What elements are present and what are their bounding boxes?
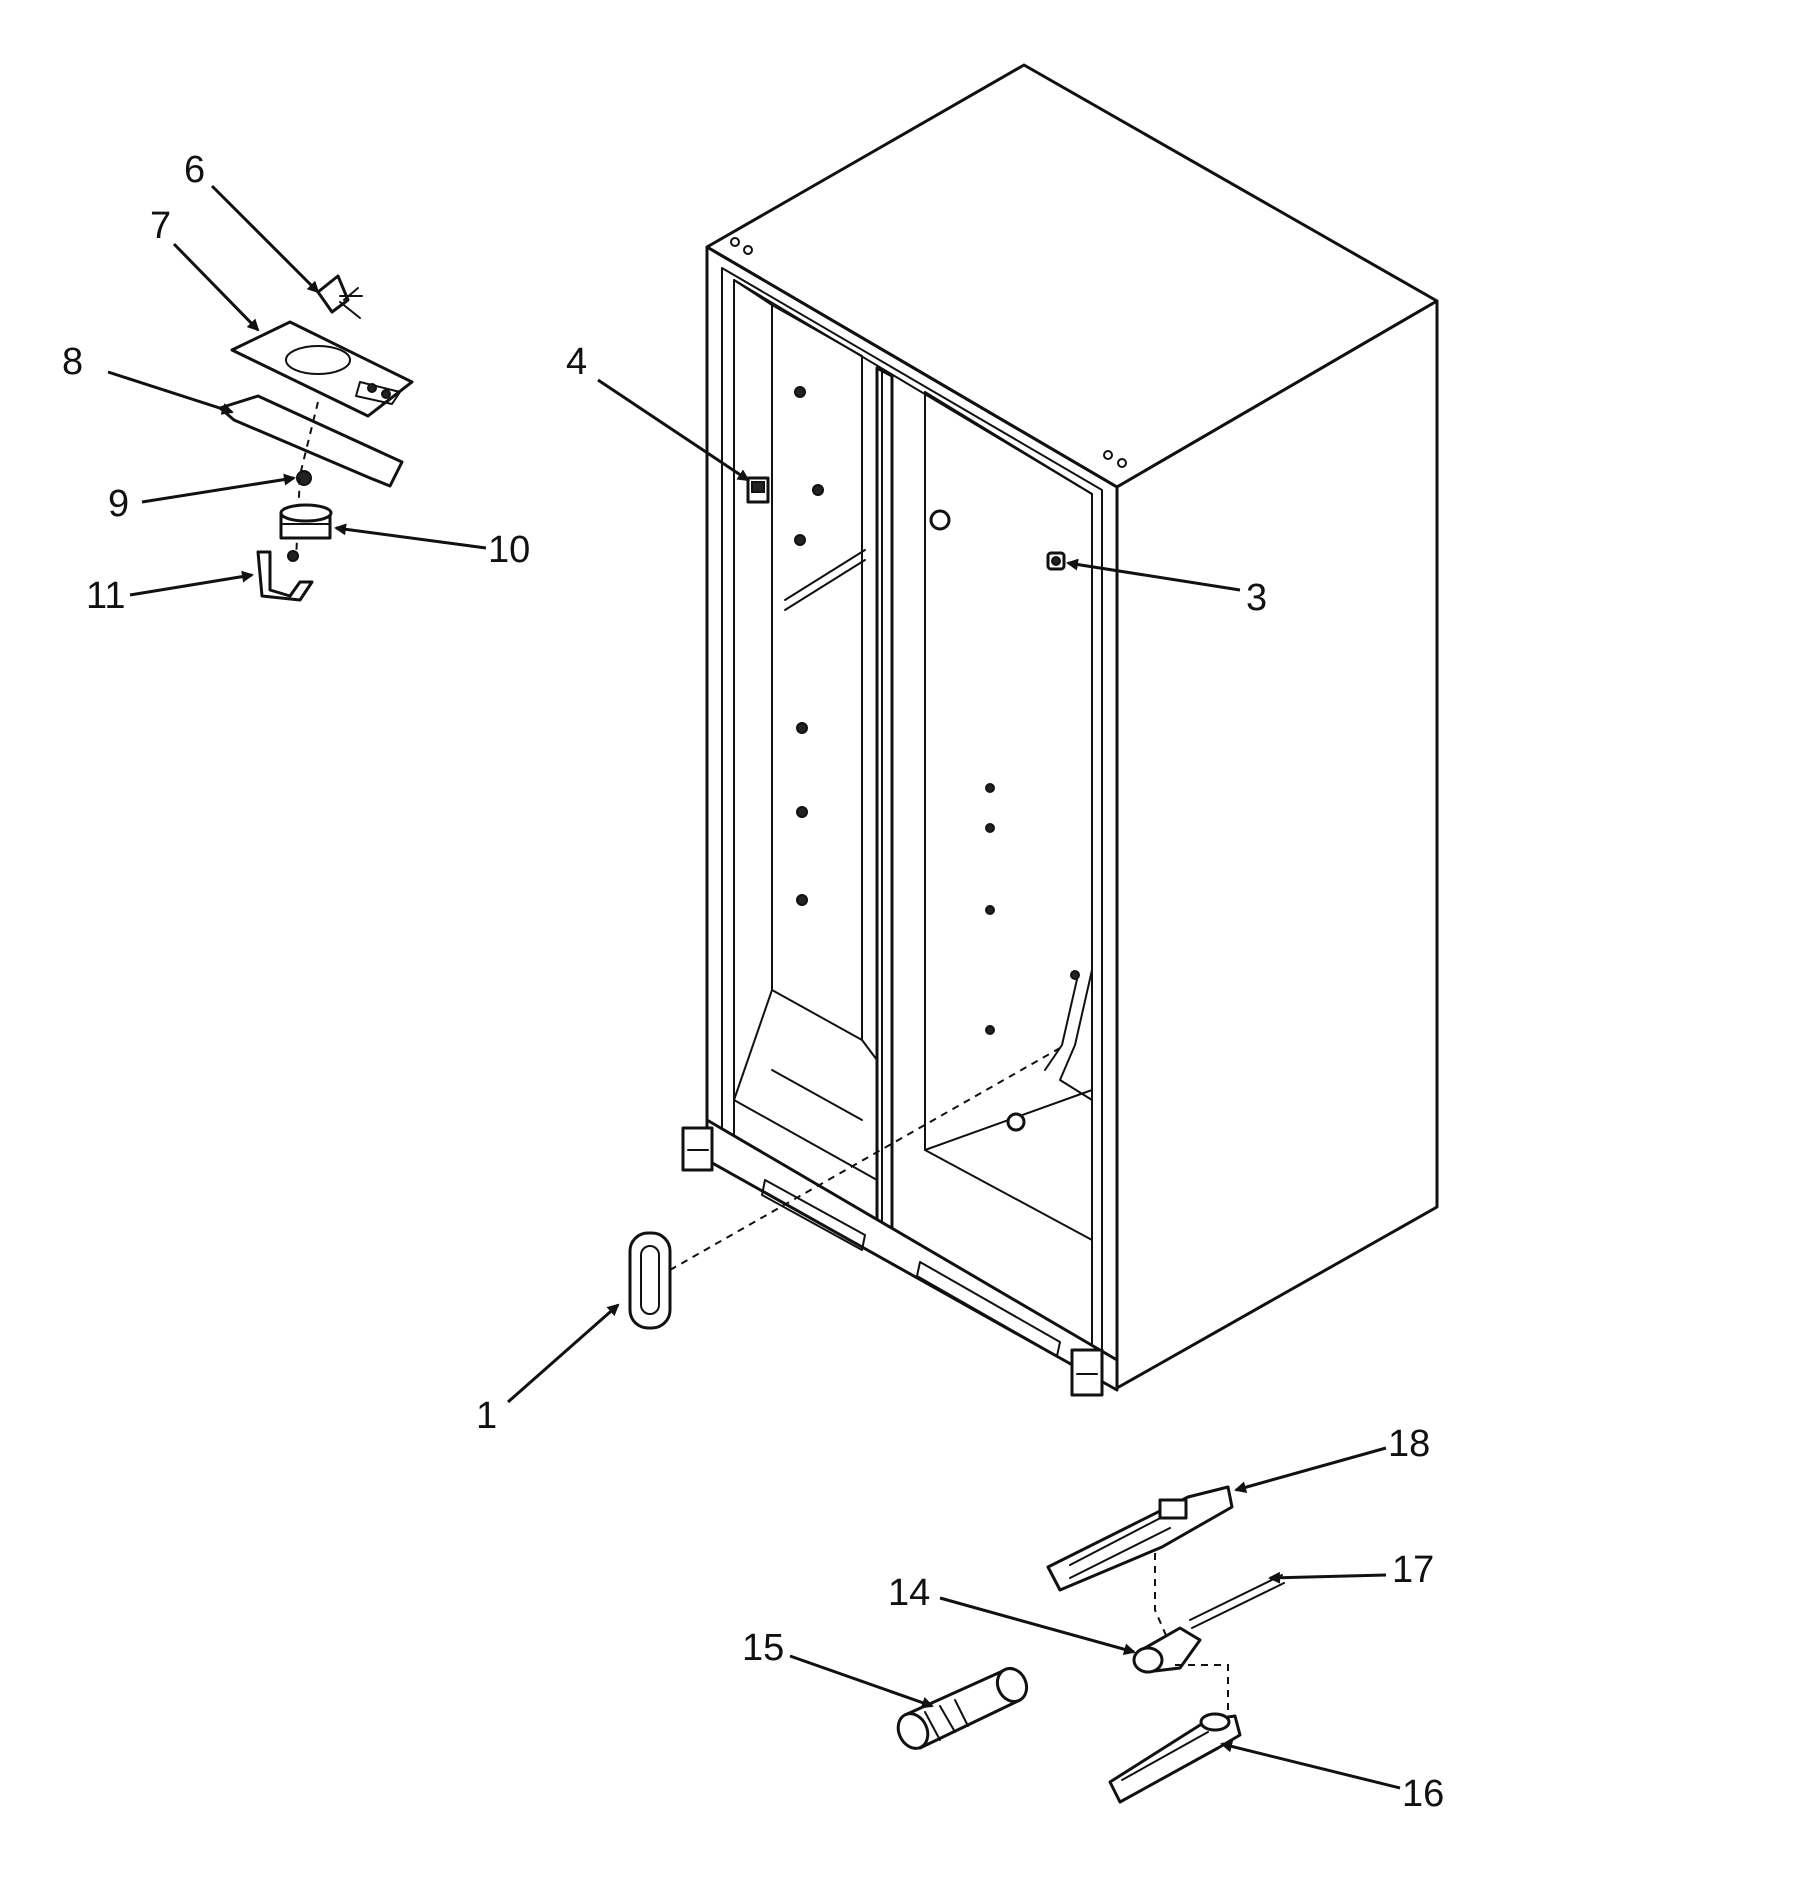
callout-4: 4 — [566, 341, 587, 383]
part-4-light-socket — [746, 476, 770, 504]
mounting-holes — [794, 386, 1080, 1132]
leader-lines — [107, 184, 1401, 1790]
callout-9: 9 — [108, 483, 129, 525]
callout-18: 18 — [1388, 1423, 1430, 1465]
control-assembly — [218, 274, 414, 602]
callout-15: 15 — [742, 1627, 784, 1669]
callout-7: 7 — [150, 205, 171, 247]
callout-6: 6 — [184, 149, 205, 191]
callout-3: 3 — [1246, 577, 1267, 619]
filter-assembly — [896, 1485, 1285, 1804]
callout-labels: 6 7 8 9 10 11 4 3 1 18 17 14 15 16 — [62, 149, 1444, 1815]
callout-14: 14 — [888, 1572, 930, 1614]
callout-17: 17 — [1392, 1549, 1434, 1591]
part-3-sensor — [1046, 551, 1066, 571]
callout-11: 11 — [86, 575, 125, 617]
callout-1: 1 — [476, 1395, 497, 1437]
refrigerator-cabinet — [681, 63, 1439, 1397]
callout-8: 8 — [62, 341, 83, 383]
callout-10: 10 — [488, 529, 530, 571]
callout-16: 16 — [1402, 1773, 1444, 1815]
part-1-grommet — [628, 1231, 672, 1330]
